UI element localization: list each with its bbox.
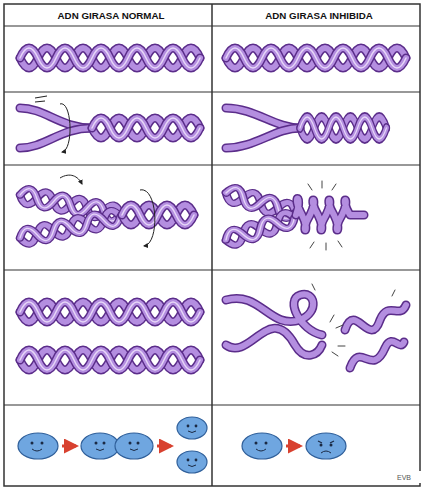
column-header: ADN GIRASA INHIBIDA bbox=[213, 5, 424, 26]
signature: EVB bbox=[386, 471, 422, 483]
column-header: ADN GIRASA NORMAL bbox=[5, 5, 217, 26]
